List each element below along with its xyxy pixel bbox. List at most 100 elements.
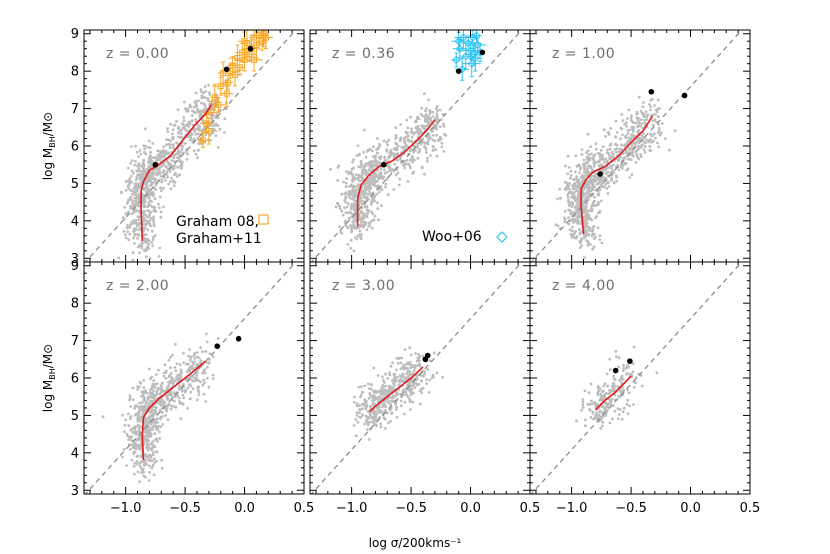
sim-point [344,191,348,195]
sim-point [147,464,151,468]
sim-point [627,146,631,150]
sim-point [150,241,154,244]
sim-point [617,150,621,154]
sim-point [604,171,608,175]
sim-point [412,369,416,373]
sim-point [617,413,621,416]
sim-point [375,406,379,410]
sim-point [212,128,216,131]
median-relation-line [140,104,212,242]
sim-point [194,111,198,114]
sim-point [191,387,195,391]
sim-point [599,185,602,189]
sim-point [576,185,579,189]
sim-point [149,377,152,381]
sim-point [208,133,212,137]
sim-point [410,135,414,139]
sim-point [199,346,203,350]
sim-point [142,226,146,229]
sim-point [169,139,173,143]
sim-point [178,384,181,388]
sim-point [179,128,183,132]
sim-point [420,165,424,169]
sim-point [147,479,151,482]
sim-point [397,183,401,187]
sim-point [172,156,176,160]
sim-point [389,386,393,389]
sim-point [420,387,424,391]
sim-point [400,404,403,408]
sim-point [191,360,195,364]
x-tick-label: −1.0 [110,501,142,516]
sim-point [367,224,371,228]
sim-point [385,149,389,153]
sim-point [189,390,193,394]
sim-point [150,205,154,209]
sim-point [346,226,350,230]
sim-point [168,146,172,150]
sim-point [595,411,598,415]
sim-point [129,174,133,178]
sim-point [587,171,591,175]
sim-point [356,144,360,148]
sim-point [374,410,377,414]
sim-point [617,159,620,163]
sim-point [132,219,135,223]
sim-point [349,246,353,250]
sim-point [428,136,432,140]
sim-point [347,185,351,188]
sim-point [136,237,140,240]
sim-point [399,399,403,403]
sim-point [574,236,578,240]
sim-point [614,384,617,388]
sim-point [414,120,418,124]
legend-diamond-icon [496,231,508,243]
sim-point [604,167,608,171]
sim-point [583,389,587,393]
sim-point [619,137,622,141]
sim-point [142,460,146,464]
sim-point [140,246,144,250]
sim-point [608,368,612,372]
sim-point [570,229,574,233]
sim-point [187,354,191,358]
sim-point [624,162,627,166]
sim-point [153,177,157,181]
sim-point [129,161,133,165]
graham-marker [223,90,230,97]
sim-point [626,151,630,154]
sim-point [180,136,184,140]
sim-point [158,246,162,250]
sim-point [188,375,192,378]
sim-point [637,95,641,99]
sim-point [159,186,162,190]
sim-point [148,188,152,192]
sim-point [608,421,612,425]
sim-point [187,383,191,386]
sim-point [641,105,645,109]
sim-point [641,137,645,141]
sim-point [600,241,604,245]
sim-point [123,430,126,434]
sim-point [374,391,378,395]
sim-point [160,164,163,168]
sim-point [635,112,638,116]
sim-point [569,174,573,177]
sim-point [388,373,392,377]
sim-point [372,183,376,187]
sim-point [205,332,208,336]
sim-point [395,142,399,146]
highlight-point [247,45,254,52]
sim-point [590,167,594,170]
sim-point [604,414,608,417]
median-relation-line [368,366,424,413]
graham-marker [251,56,258,63]
sim-point [388,408,392,412]
sim-point [188,397,192,401]
sim-point [367,187,370,191]
sim-point [186,386,190,390]
sim-point [416,142,419,146]
sim-point [368,413,372,417]
sim-point [373,214,377,218]
